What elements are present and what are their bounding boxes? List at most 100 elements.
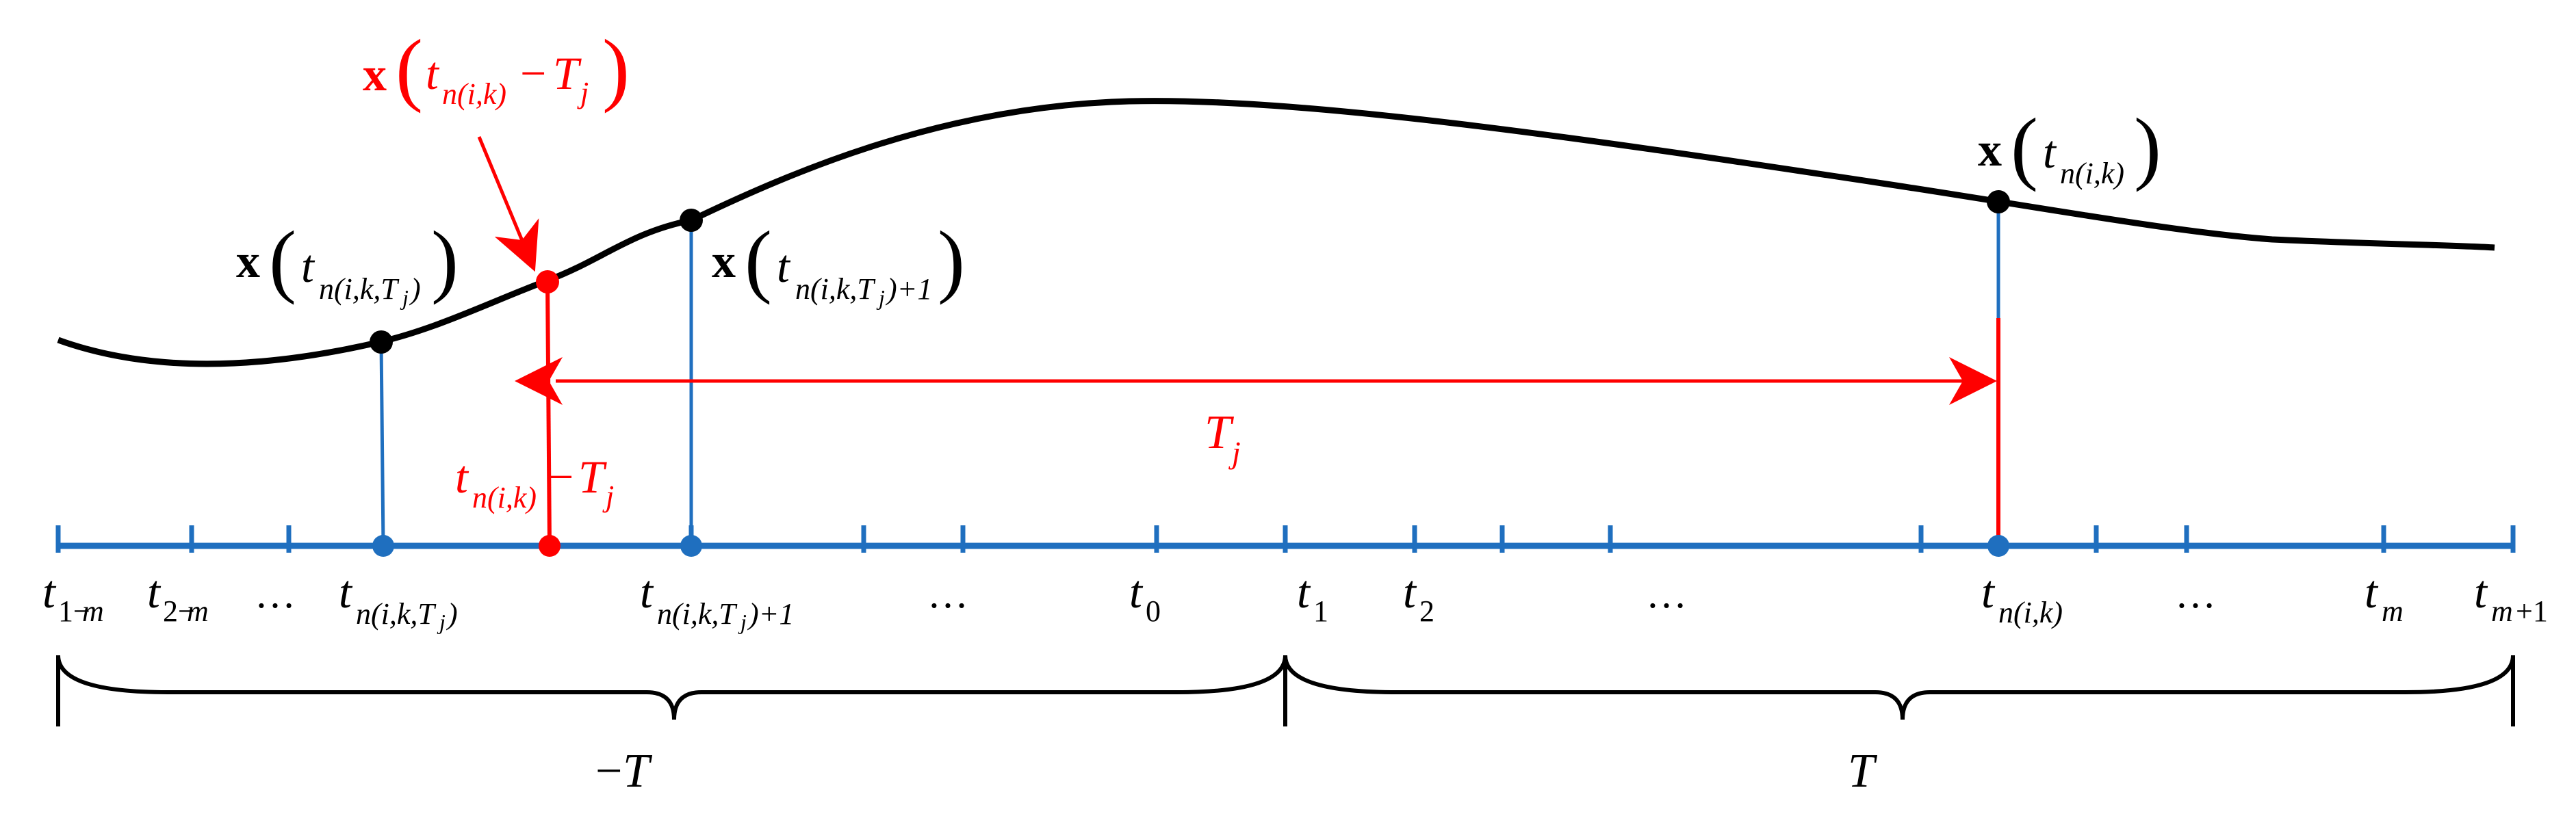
- svg-text:t: t: [426, 47, 440, 99]
- svg-text:t: t: [339, 566, 353, 618]
- svg-text:(: (: [269, 214, 296, 305]
- point-x-t-n-ik: [1987, 190, 2010, 213]
- point-x-t-n-ikTj-plus1: [680, 209, 703, 232]
- tick-ellipsis-3: …: [1646, 571, 1687, 616]
- svg-text:T: T: [1848, 745, 1878, 798]
- svg-text:)+1: )+1: [747, 597, 794, 631]
- svg-text:j: j: [876, 285, 885, 310]
- svg-text:): ): [2134, 101, 2161, 192]
- label-t-minus-Tj: t n(i,k) − T j: [455, 451, 614, 514]
- svg-text:t: t: [1403, 566, 1417, 618]
- svg-text:2: 2: [1419, 594, 1434, 628]
- svg-text:T: T: [623, 745, 653, 798]
- svg-text:j: j: [577, 76, 589, 109]
- svg-text:T: T: [1205, 406, 1235, 459]
- brace-right: [1283, 655, 2515, 720]
- signal-curve: [57, 98, 2495, 367]
- point-x-t-minus-Tj: [536, 270, 559, 293]
- annotation-arrow: [477, 136, 539, 272]
- svg-text:t: t: [42, 566, 57, 618]
- svg-text:t: t: [1129, 566, 1144, 618]
- svg-text:t: t: [777, 240, 791, 292]
- svg-text:t: t: [301, 240, 315, 292]
- svg-text:m: m: [2491, 594, 2513, 628]
- svg-text:)+1: )+1: [885, 272, 932, 306]
- point-x-t-n-ikTj: [370, 330, 393, 354]
- svg-text:): ): [409, 272, 421, 306]
- svg-text:n(i,k,T: n(i,k,T: [795, 272, 876, 306]
- brace-left: [56, 655, 1287, 720]
- svg-text:2−: 2−: [163, 594, 195, 628]
- svg-text:t: t: [2365, 566, 2379, 618]
- tick-ellipsis-4: …: [2175, 571, 2216, 616]
- axis-point-t-n-ikTj: [372, 535, 394, 557]
- svg-text:x: x: [712, 235, 736, 288]
- svg-text:t: t: [1981, 566, 1996, 618]
- svg-text:j: j: [437, 609, 446, 634]
- svg-text:(: (: [745, 214, 772, 305]
- svg-text:t: t: [455, 451, 469, 503]
- label-x-t-n-ik: x ( t n(i,k) ): [1978, 101, 2161, 192]
- svg-text:−: −: [595, 745, 622, 798]
- svg-text:n(i,k): n(i,k): [442, 77, 506, 111]
- svg-text:−: −: [520, 47, 546, 99]
- label-interval-Tj: T j: [1205, 406, 1241, 470]
- svg-text:): ): [602, 23, 630, 114]
- svg-text:j: j: [1228, 435, 1241, 470]
- svg-text:j: j: [738, 609, 747, 634]
- label-brace-left: − T: [595, 745, 653, 798]
- svg-text:x: x: [363, 49, 387, 101]
- label-x-t-minus-Tj: x ( t n(i,k) − T j ): [363, 23, 630, 114]
- svg-text:T: T: [553, 47, 582, 99]
- svg-text:+1: +1: [2516, 594, 2548, 628]
- dropline-t-minus-Tj: [545, 281, 552, 547]
- svg-text:x: x: [236, 235, 260, 288]
- label-x-t-n-ikTj-plus1: x ( t n(i,k,T j )+1 ): [712, 214, 965, 310]
- svg-text:0: 0: [1146, 594, 1161, 628]
- svg-text:m: m: [82, 594, 104, 628]
- axis-ticks: [55, 525, 2516, 553]
- svg-text:T: T: [578, 451, 607, 503]
- tick-ellipsis-1: …: [255, 571, 296, 616]
- svg-text:t: t: [2043, 126, 2057, 178]
- svg-text:t: t: [1297, 566, 1311, 618]
- svg-text:n(i,k): n(i,k): [1998, 596, 2063, 629]
- dropline-t-n-ikTj: [379, 341, 385, 547]
- axis-point-t-n-ik: [1987, 535, 2009, 557]
- svg-text:t: t: [640, 566, 654, 618]
- svg-text:): ): [431, 214, 459, 305]
- axis-point-t-minus-Tj: [539, 535, 561, 557]
- svg-text:n(i,k): n(i,k): [2060, 157, 2124, 190]
- svg-text:m: m: [2382, 594, 2404, 628]
- axis-point-t-n-ikTj-plus1: [680, 535, 702, 557]
- svg-text:): ): [938, 214, 965, 305]
- svg-text:1−: 1−: [58, 594, 90, 628]
- svg-text:m: m: [187, 594, 209, 628]
- svg-text:n(i,k,T: n(i,k,T: [657, 597, 738, 631]
- svg-text:n(i,k,T: n(i,k,T: [319, 272, 400, 306]
- svg-text:): ): [446, 597, 458, 631]
- svg-text:n(i,k): n(i,k): [472, 481, 537, 514]
- tick-ellipsis-2: …: [927, 571, 968, 616]
- svg-text:−: −: [548, 451, 574, 503]
- label-x-t-n-ikTj: x ( t n(i,k,T j ) ): [236, 214, 459, 310]
- label-brace-right: T: [1848, 745, 1878, 798]
- svg-text:1: 1: [1313, 594, 1328, 628]
- svg-text:t: t: [147, 566, 162, 618]
- svg-text:n(i,k,T: n(i,k,T: [356, 597, 437, 631]
- svg-text:(: (: [2011, 101, 2038, 192]
- svg-text:x: x: [1978, 124, 2002, 176]
- svg-text:t: t: [2474, 566, 2488, 618]
